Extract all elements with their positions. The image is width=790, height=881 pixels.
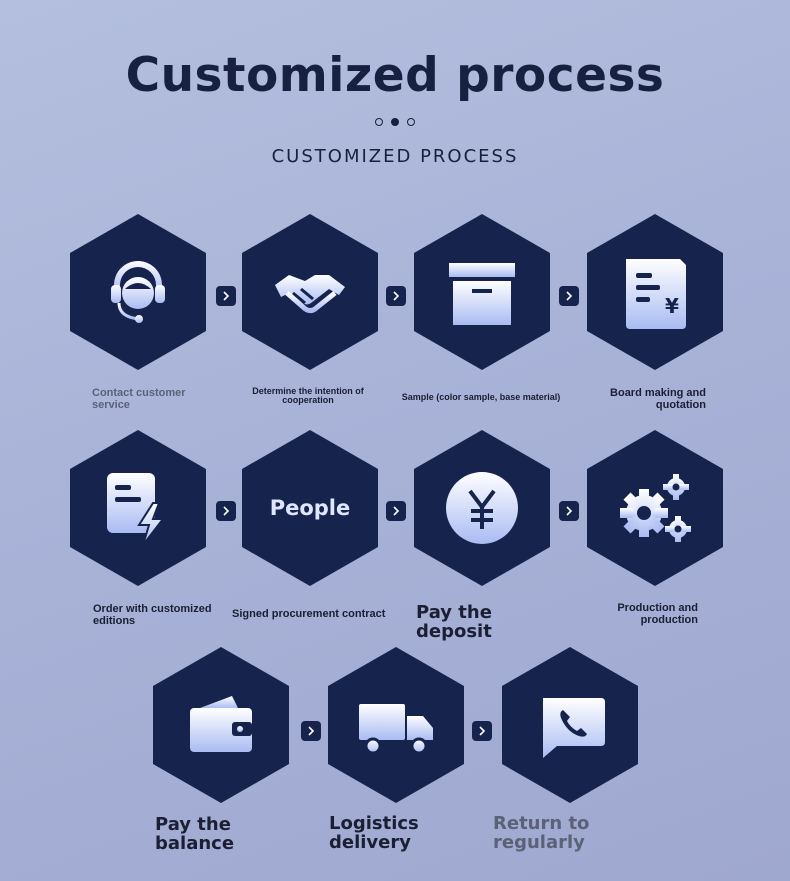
arrow-1 xyxy=(216,286,236,306)
box-icon xyxy=(449,263,515,325)
step-label-contact: Contact customer service xyxy=(92,387,186,411)
step-order-hexagon xyxy=(70,430,206,586)
step-label-contract: Signed procurement contract xyxy=(232,608,386,620)
page-subtitle: CUSTOMIZED PROCESS xyxy=(271,146,519,167)
handshake-icon xyxy=(275,275,345,314)
step-label-quotation: Board making and quotation xyxy=(610,387,706,411)
step-return-hexagon xyxy=(502,647,638,803)
page-title: Customized process xyxy=(125,48,665,103)
step-label-intention: Determine the intention of cooperation xyxy=(252,386,364,406)
dot-3 xyxy=(407,118,415,126)
step-quotation-hexagon: ¥ xyxy=(587,214,723,370)
step-contract-hexagon: People xyxy=(242,430,378,586)
people-text-icon: People xyxy=(269,496,351,520)
step-sample-hexagon xyxy=(414,214,550,370)
step-label-balance: Pay the balance xyxy=(155,814,235,854)
truck-icon xyxy=(359,704,433,755)
step-label-return: Return to regularly xyxy=(493,813,590,853)
arrow-5 xyxy=(386,501,406,521)
arrow-6 xyxy=(559,501,579,521)
phone-chat-icon xyxy=(543,698,605,758)
step-intention-hexagon xyxy=(242,214,378,370)
headset-agent-icon xyxy=(111,261,165,323)
wallet-icon xyxy=(190,696,252,752)
arrow-7 xyxy=(301,721,321,741)
step-contact-hexagon xyxy=(70,214,206,370)
step-label-production: Production and production xyxy=(617,602,698,626)
arrow-4 xyxy=(216,501,236,521)
step-logistics-hexagon xyxy=(328,647,464,803)
step-label-order: Order with customized editions xyxy=(93,603,212,627)
step-production-hexagon xyxy=(587,430,723,586)
pagination-dots xyxy=(0,118,790,126)
document-lightning-icon xyxy=(107,473,166,546)
svg-text:¥: ¥ xyxy=(665,294,679,318)
step-label-deposit: Pay the deposit xyxy=(416,602,492,642)
arrow-2 xyxy=(386,286,406,306)
dot-2 xyxy=(391,118,399,126)
dot-1 xyxy=(375,118,383,126)
yen-coin-icon xyxy=(446,472,518,544)
step-deposit-hexagon xyxy=(414,430,550,586)
step-label-logistics: Logistics delivery xyxy=(329,813,419,853)
gears-icon xyxy=(620,474,691,542)
yen-document-icon: ¥ xyxy=(626,259,686,329)
arrow-3 xyxy=(559,286,579,306)
step-label-sample: Sample (color sample, base material) xyxy=(401,392,561,402)
step-balance-hexagon xyxy=(153,647,289,803)
arrow-8 xyxy=(472,721,492,741)
